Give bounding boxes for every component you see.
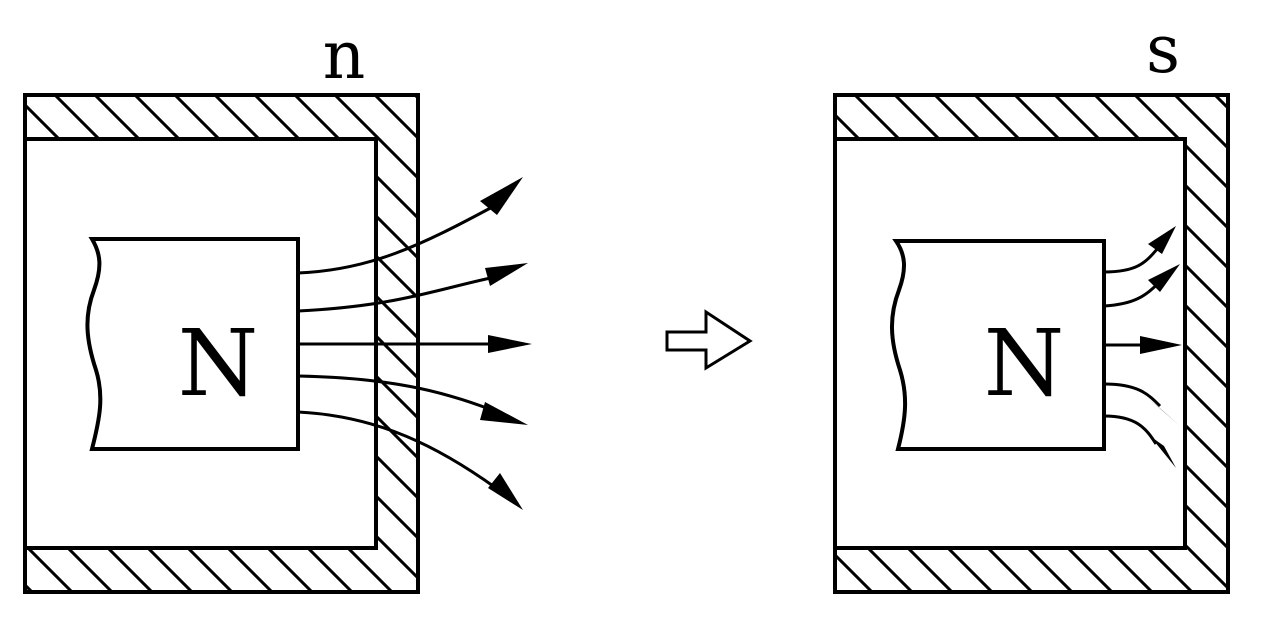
right-magnet-body: [890, 239, 1106, 451]
right-panel: s N: [833, 11, 1230, 594]
left-magnet: N: [85, 237, 300, 451]
right-field-lines: [1103, 226, 1182, 468]
right-field-line-2: [1103, 264, 1180, 308]
left-field-line-1: [297, 177, 523, 275]
left-field-line-3: [298, 335, 532, 353]
left-panel-label: n: [323, 17, 366, 94]
left-shield-outline: [23, 93, 420, 594]
left-field-line-5: [297, 410, 523, 510]
right-panel-label: s: [1146, 11, 1180, 88]
right-field-line-3: [1104, 336, 1182, 354]
right-shield-hatching: [835, 95, 1228, 592]
right-magnet: N: [890, 239, 1106, 451]
left-field-lines: [297, 177, 532, 510]
left-panel: n N: [23, 17, 532, 594]
left-field-line-2: [297, 263, 528, 313]
right-field-line-4: [1103, 382, 1180, 426]
right-shield-outline: [833, 93, 1230, 594]
left-shield-hatching: [25, 95, 418, 592]
left-magnet-body: [85, 237, 300, 451]
right-shield-inner-outline: [835, 137, 1187, 550]
right-field-line-5: [1103, 414, 1176, 468]
right-magnet-pole-label: N: [984, 310, 1065, 417]
left-field-line-4: [297, 374, 528, 425]
right-field-line-1: [1103, 226, 1176, 274]
left-magnet-pole-label: N: [178, 310, 259, 417]
hollow-right-arrow-icon: [665, 309, 753, 371]
right-shield: [833, 93, 1230, 594]
